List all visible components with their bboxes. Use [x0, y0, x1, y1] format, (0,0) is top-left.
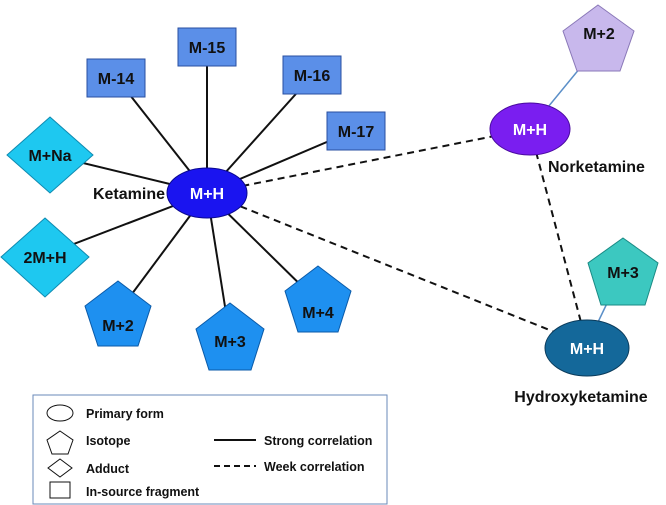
- hydroxyketamine-name: Hydroxyketamine: [514, 389, 647, 406]
- legend-isotope-label: Isotope: [86, 434, 130, 448]
- legend-strong-label: Strong correlation: [264, 434, 372, 448]
- legend: Primary form Isotope Adduct In-source fr…: [32, 394, 388, 505]
- fragment-node-m17: M-17: [326, 111, 386, 151]
- fragment-node-m15: M-15: [177, 27, 237, 67]
- isotope-label-m3: M+3: [214, 334, 246, 351]
- legend-square-icon: [49, 481, 71, 499]
- norketamine-primary-label: M+H: [513, 122, 547, 139]
- legend-strong-item: Strong correlation: [214, 434, 372, 448]
- isotope-label-m4: M+4: [302, 305, 334, 322]
- isotope-label-m2: M+2: [102, 318, 134, 335]
- norketamine-primary-node: M+H: [489, 102, 571, 156]
- edge-ketamine-hydroxyketamine: [206, 192, 588, 346]
- legend-pentagon-icon: [46, 430, 74, 455]
- hydroxyketamine-primary-label: M+H: [570, 341, 604, 358]
- fragment-node-m16: M-16: [282, 55, 342, 95]
- isotope-node-m4: M+4: [284, 265, 352, 333]
- ketamine-primary-label: M+H: [190, 186, 224, 203]
- hydroxyketamine-isotope-label: M+3: [607, 265, 639, 282]
- fragment-label-m14: M-14: [98, 71, 135, 88]
- legend-diamond-icon: [47, 458, 73, 478]
- fragment-node-m14: M-14: [86, 58, 146, 98]
- adduct-label-2mh: 2M+H: [23, 250, 66, 267]
- fragment-label-m16: M-16: [294, 68, 331, 85]
- ketamine-primary-node: M+H: [166, 167, 248, 219]
- isotope-node-m3: M+3: [195, 302, 265, 371]
- legend-isotope-item: Isotope: [46, 430, 130, 455]
- adduct-node-2mh: 2M+H: [0, 217, 90, 298]
- legend-adduct-label: Adduct: [86, 462, 130, 476]
- norketamine-name: Norketamine: [548, 159, 645, 176]
- legend-primary-label: Primary form: [86, 407, 164, 421]
- legend-weak-item: Week correlation: [214, 460, 365, 474]
- legend-fragment-label: In-source fragment: [86, 485, 200, 499]
- legend-adduct-item: Adduct: [47, 458, 130, 478]
- isotope-node-m2: M+2: [84, 280, 152, 347]
- hydroxyketamine-isotope-node: M+3: [587, 237, 659, 306]
- edge-norketamine-hydroxyketamine: [529, 128, 588, 346]
- norketamine-isotope-node: M+2: [562, 4, 635, 72]
- legend-fragment-item: In-source fragment: [49, 481, 200, 499]
- adduct-label-mna: M+Na: [28, 148, 71, 165]
- ketamine-name: Ketamine: [93, 186, 165, 203]
- legend-ellipse-icon: [46, 404, 74, 422]
- adduct-node-mna: M+Na: [6, 116, 94, 194]
- hydroxyketamine-primary-node: M+H: [544, 319, 630, 377]
- norketamine-isotope-label: M+2: [583, 26, 615, 43]
- fragment-label-m15: M-15: [189, 40, 226, 57]
- legend-primary-item: Primary form: [46, 404, 164, 422]
- fragment-label-m17: M-17: [338, 124, 375, 141]
- legend-weak-label: Week correlation: [264, 460, 365, 474]
- edge-ketamine-norketamine: [206, 128, 531, 194]
